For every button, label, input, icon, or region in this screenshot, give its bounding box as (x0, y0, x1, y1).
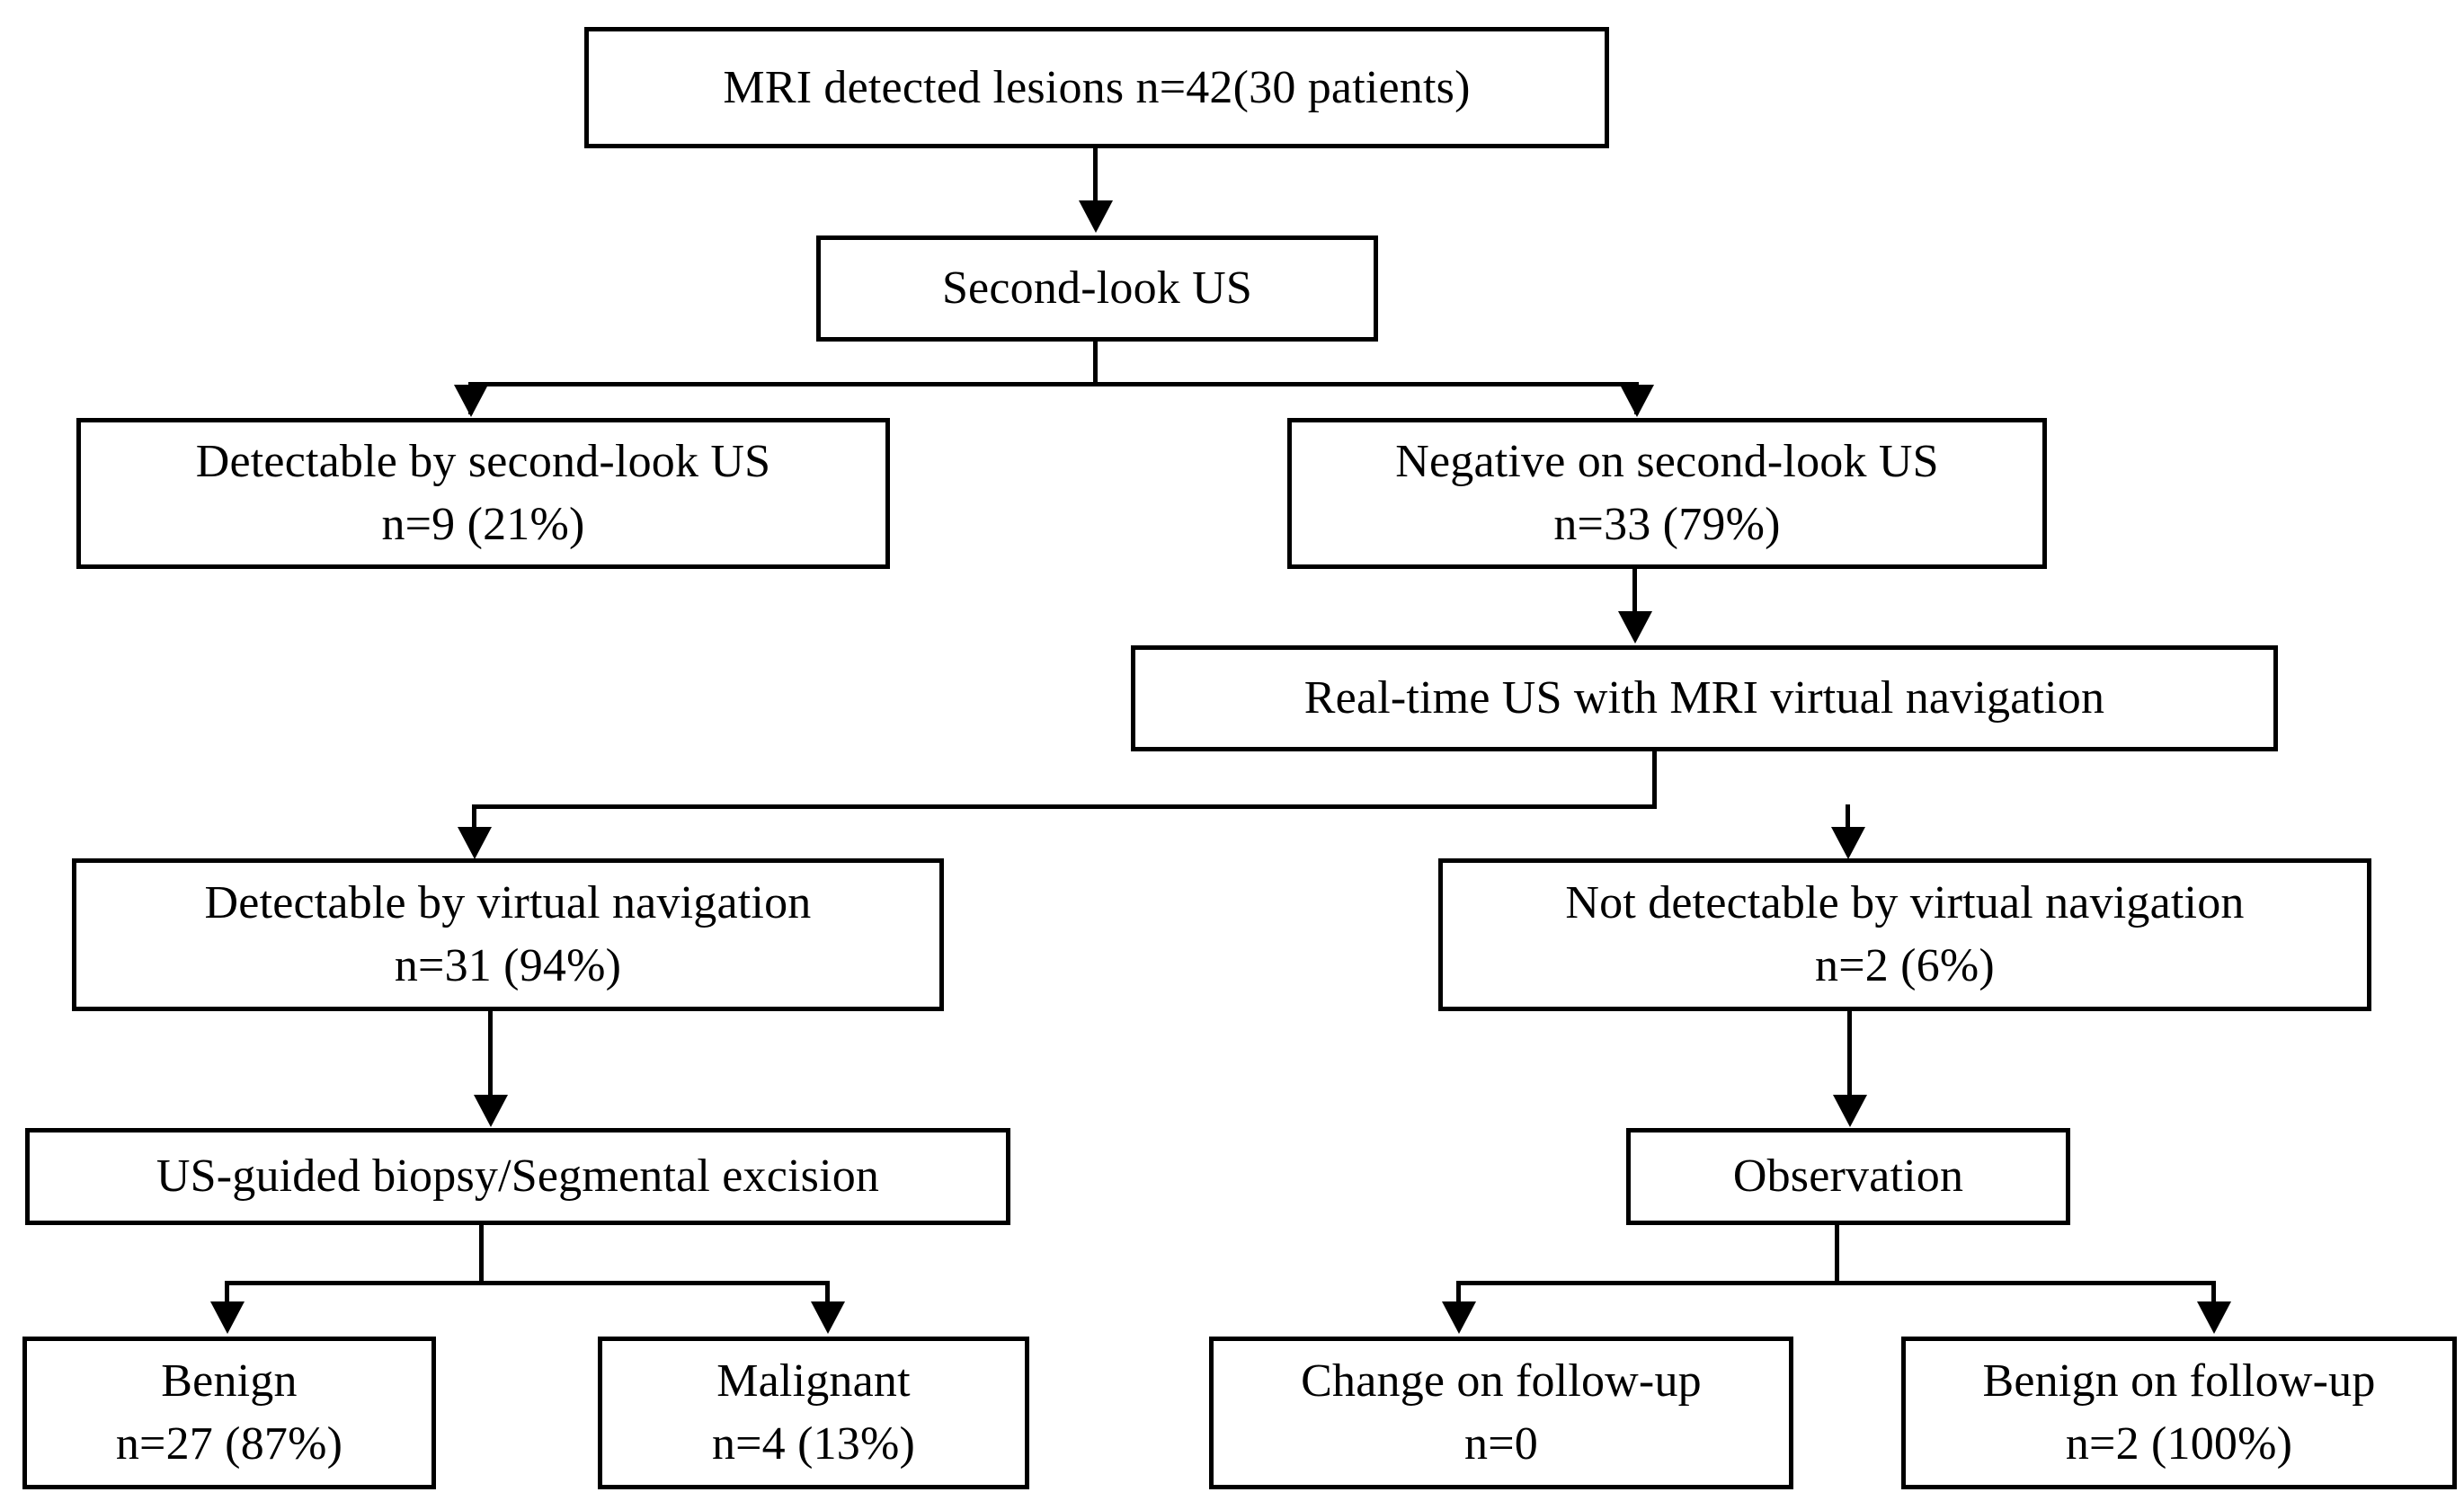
node-label-line2: n=9 (21%) (381, 499, 585, 550)
arrowhead-realtime-us (1618, 611, 1652, 644)
arrowhead-observation (1833, 1095, 1867, 1127)
node-second-look-us: Second-look US (816, 235, 1378, 342)
node-detectable-second-look-us: Detectable by second-look US n=9 (21%) (76, 418, 890, 569)
connector-realtime-left-drop (472, 804, 476, 842)
arrowhead-malignant (811, 1301, 845, 1334)
node-label-line1: Detectable by second-look US (195, 436, 771, 488)
node-label-line2: n=4 (13%) (711, 1418, 916, 1470)
arrowhead-secondlook (1079, 200, 1113, 233)
arrowhead-benign-on-follow-up (2197, 1301, 2231, 1334)
connector-realtime-bar (472, 804, 1657, 809)
node-negative-second-look-us: Negative on second-look US n=33 (79%) (1287, 418, 2047, 569)
connector-biopsy-right-drop (825, 1281, 830, 1317)
node-label: MRI detected lesions n=42(30 patients) (723, 61, 1471, 113)
node-label-line2: n=31 (94%) (394, 940, 622, 991)
node-not-detectable-virtual-navigation: Not detectable by virtual navigation n=2… (1438, 858, 2371, 1011)
node-label-line2: n=27 (87%) (115, 1418, 343, 1470)
node-label-line2: n=33 (79%) (1553, 499, 1781, 550)
connector-realtime-right-drop (1846, 804, 1850, 842)
node-change-on-follow-up: Change on follow-up n=0 (1209, 1337, 1793, 1489)
connector-observation-stem (1835, 1225, 1839, 1284)
connector-notdetectablevn-to-observation (1847, 1011, 1852, 1097)
connector-detectablevn-to-biopsy-lower (488, 1061, 493, 1098)
connector-biopsy-stem (479, 1225, 484, 1284)
arrowhead-change-on-follow-up (1442, 1301, 1476, 1334)
node-benign-on-follow-up: Benign on follow-up n=2 (100%) (1901, 1337, 2457, 1489)
connector-observation-bar (1456, 1281, 2216, 1285)
node-observation: Observation (1626, 1128, 2070, 1225)
node-label-line1: Negative on second-look US (1395, 436, 1939, 488)
node-label-line2: n=0 (1464, 1418, 1538, 1470)
connector-realtime-stem (1652, 751, 1657, 807)
node-benign: Benign n=27 (87%) (22, 1337, 436, 1489)
node-label-line1: Benign on follow-up (1982, 1355, 2376, 1408)
node-label-line1: Benign (161, 1355, 298, 1408)
arrowhead-benign (210, 1301, 245, 1334)
node-label-line1: Malignant (716, 1355, 911, 1408)
arrowhead-not-detectable-virtual-navigation (1831, 827, 1865, 859)
connector-observation-right-drop (2211, 1281, 2216, 1317)
connector-mri-to-secondlook (1093, 148, 1098, 204)
arrowhead-detectable-second-look (454, 385, 488, 417)
arrowhead-detectable-virtual-navigation (458, 827, 492, 859)
node-label: Real-time US with MRI virtual navigation (1303, 672, 2105, 724)
connector-secondlook-bar (468, 382, 1639, 386)
node-label-line1: Change on follow-up (1301, 1355, 1702, 1408)
node-label-line1: Not detectable by virtual navigation (1565, 877, 2245, 929)
node-label: Second-look US (941, 262, 1253, 315)
arrowhead-us-guided-biopsy (474, 1095, 508, 1127)
node-detectable-virtual-navigation: Detectable by virtual navigation n=31 (9… (72, 858, 944, 1011)
node-malignant: Malignant n=4 (13%) (598, 1337, 1029, 1489)
connector-biopsy-left-drop (225, 1281, 229, 1317)
arrowhead-negative-second-look (1620, 385, 1654, 417)
node-label: US-guided biopsy/Segmental excision (156, 1150, 880, 1203)
node-us-guided-biopsy: US-guided biopsy/Segmental excision (25, 1128, 1010, 1225)
connector-secondlook-stem (1093, 342, 1098, 385)
connector-biopsy-bar (225, 1281, 830, 1285)
connector-detectablevn-to-biopsy (488, 1011, 493, 1065)
node-label-line2: n=2 (6%) (1815, 940, 1995, 991)
node-mri-detected-lesions: MRI detected lesions n=42(30 patients) (584, 27, 1609, 148)
node-label: Observation (1732, 1150, 1964, 1203)
node-label-line2: n=2 (100%) (2065, 1418, 2293, 1470)
node-real-time-us-virtual-navigation: Real-time US with MRI virtual navigation (1131, 645, 2278, 751)
connector-negative-to-realtime (1632, 569, 1637, 614)
connector-observation-left-drop (1456, 1281, 1461, 1317)
node-label-line1: Detectable by virtual navigation (204, 877, 812, 929)
